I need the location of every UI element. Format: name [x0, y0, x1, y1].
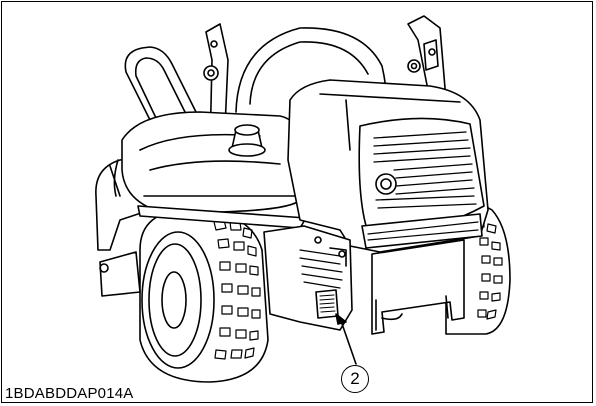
- left-rear-tire: [139, 209, 269, 383]
- engine-hood: [287, 79, 489, 253]
- figure-code: 1BDABDDAP014A: [5, 385, 134, 402]
- rear-panel: [371, 239, 465, 335]
- fuel-tank: [121, 111, 307, 229]
- callout-label: 2: [350, 369, 360, 388]
- engine-side: [263, 225, 353, 331]
- label-plate: [315, 289, 339, 319]
- callout-number-2: 2: [341, 365, 369, 393]
- callout-leader: [335, 313, 357, 365]
- left-rops-bar: [124, 46, 197, 121]
